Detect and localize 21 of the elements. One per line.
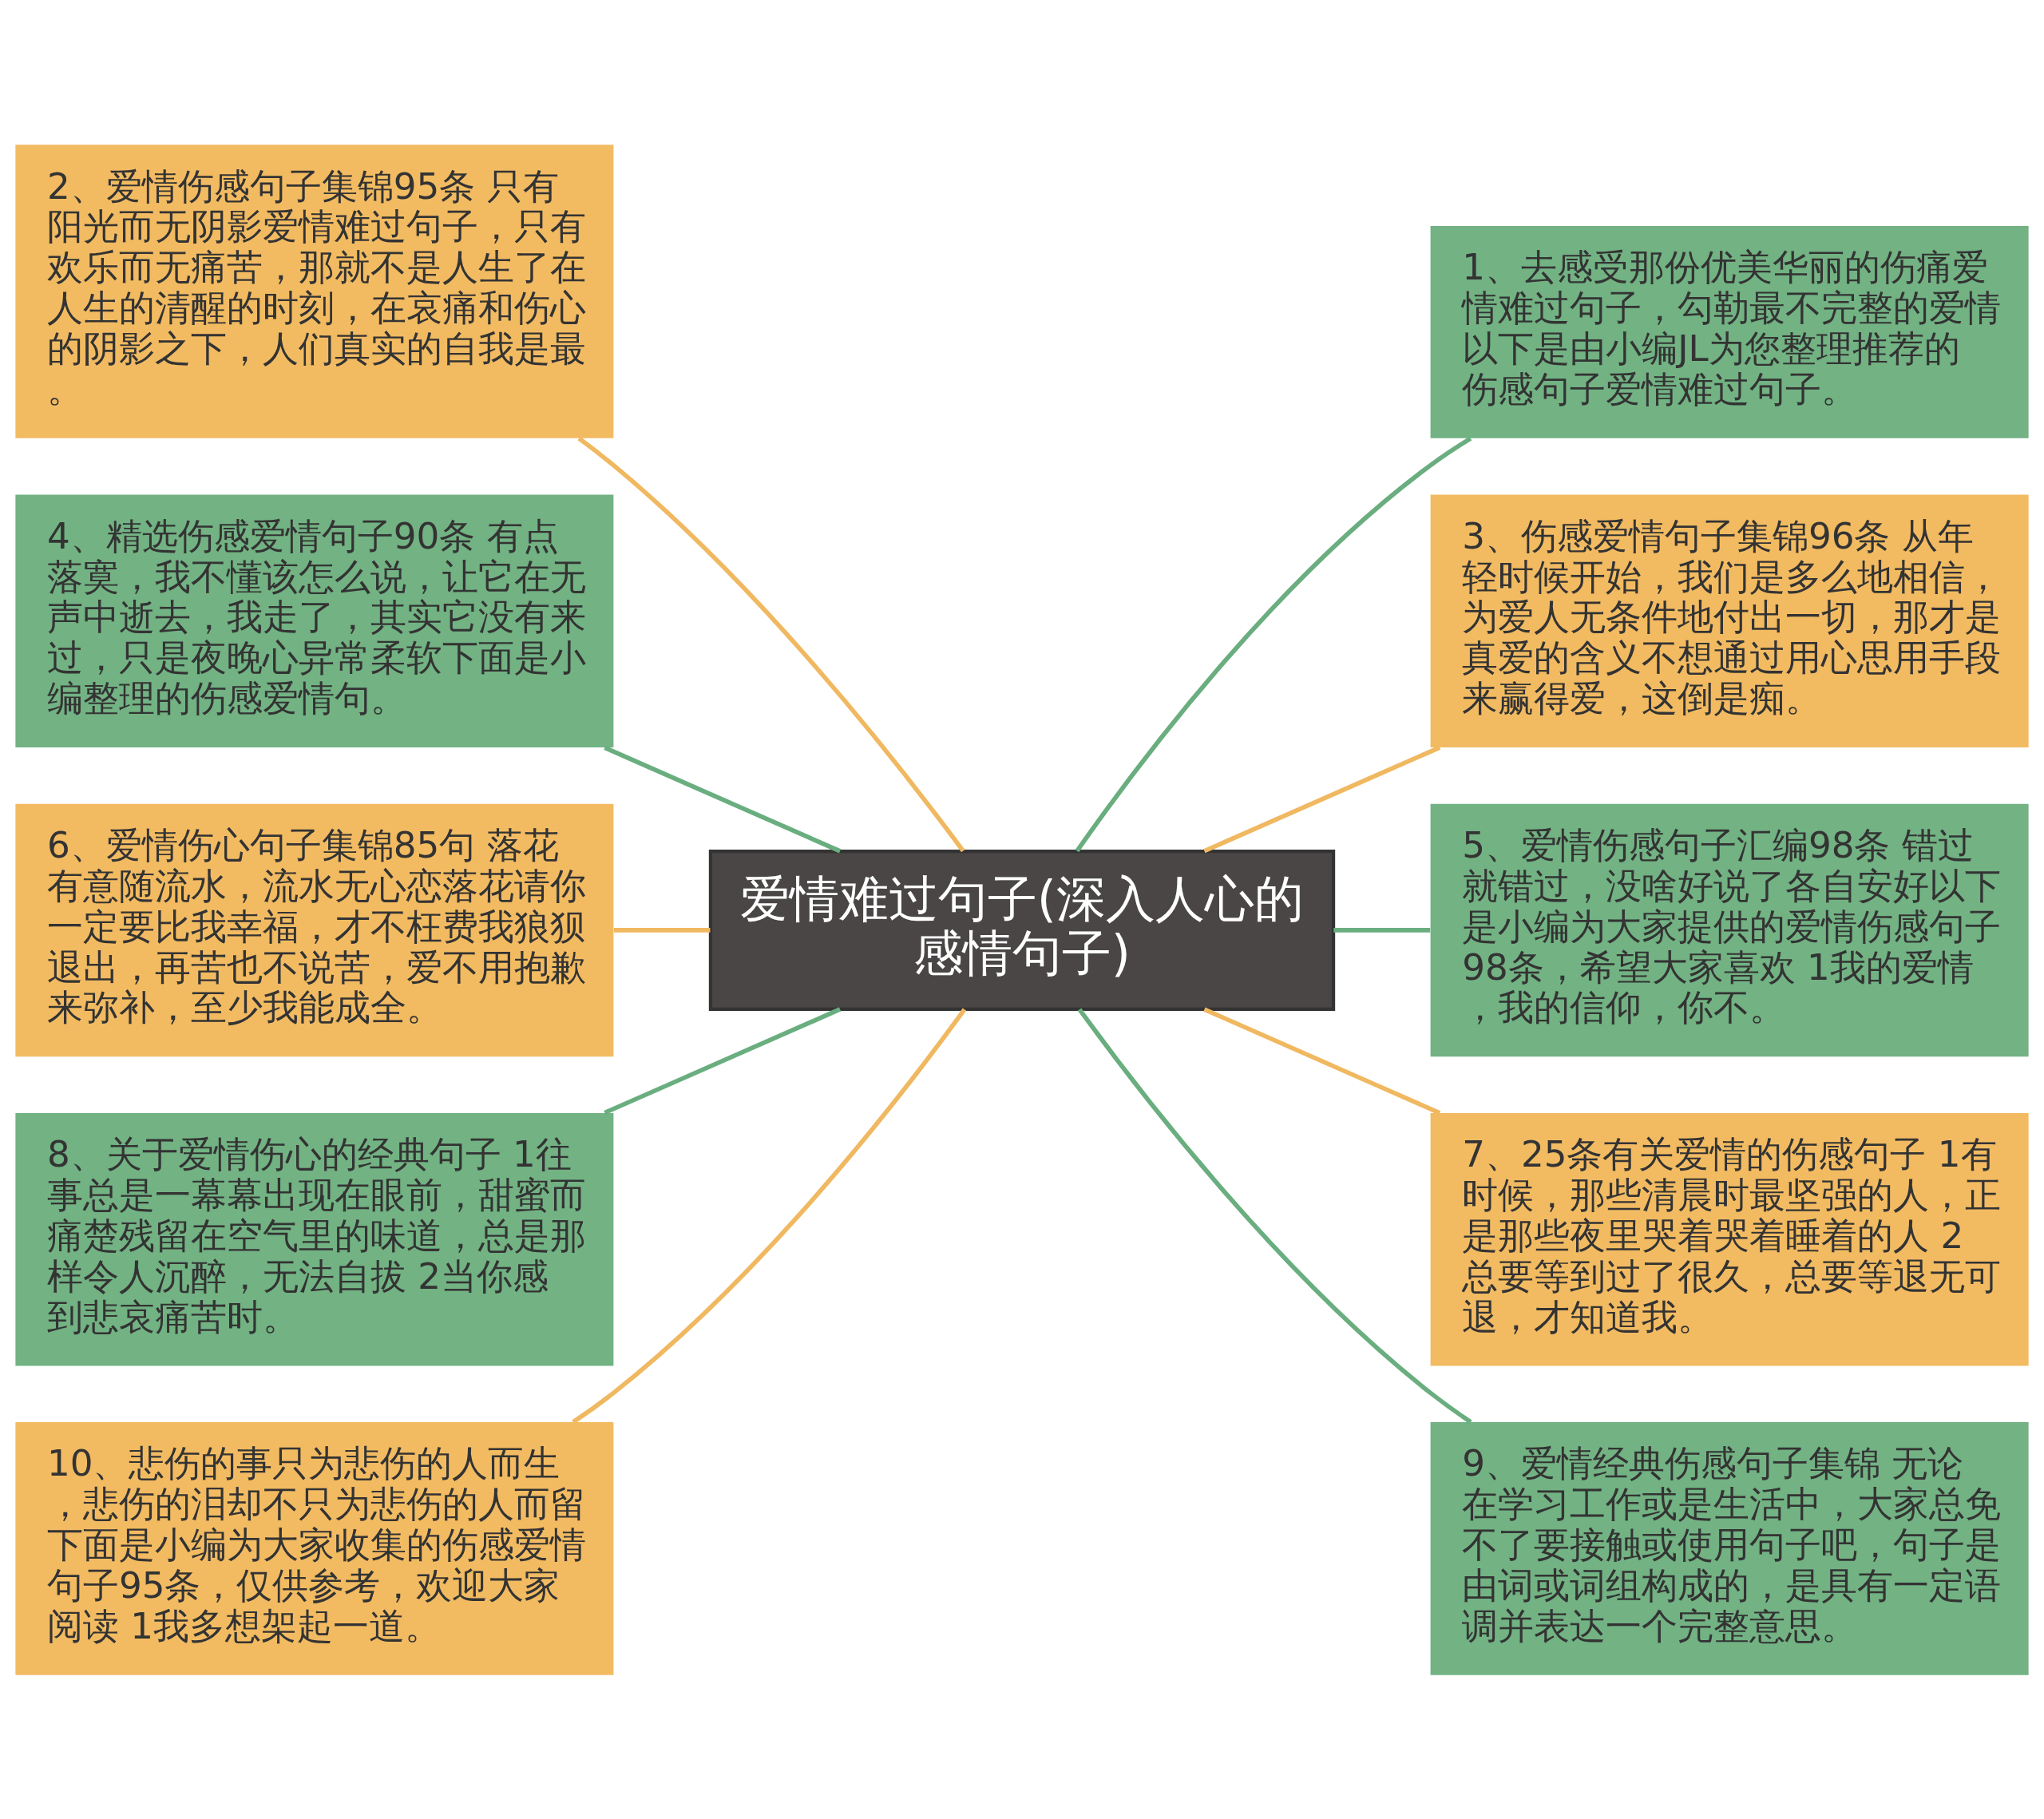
node-box: 2、爱情伤感句子集锦95条 只有阳光而无阴影爱情难过句子，只有欢乐而无痛苦，那就不是人生了在人生的清醒的时刻，在哀痛和伤心的阴影之下，人们真实的自我是最。 (15, 144, 614, 438)
connector (613, 927, 711, 933)
node-box: 10、悲伤的事只为悲伤的人而生，悲伤的泪却不只为悲伤的人而留下面是小编为大家收集的伤感爱情句子95条，仅供参考，欢迎大家阅读 1我多想架起一道。 (15, 1421, 614, 1675)
node-box: 3、伤感爱情句子集锦96条 从年轻时候开始，我们是多么地相信，为爱人无条件地付出一切，那才是真爱的含义不想通过用心思用手段来赢得爱，这倒是痴。 (1430, 493, 2029, 747)
node-box: 7、25条有关爱情的伤感句子 1有时候，那些清晨时最坚强的人，正是那些夜里哭着哭着睡着的人 2总要等到过了很久，总要等退无可退，才知道我。 (1430, 1112, 2029, 1365)
connector (1203, 745, 1441, 853)
connector (1075, 436, 1472, 852)
node-box: 1、去感受那份优美华丽的伤痛爱情难过句子，勾勒最不完整的爱情以下是由小编JL为您整理推荐的伤感句子爱情难过句子。 (1430, 225, 2029, 438)
connector (1333, 927, 1431, 933)
connector (604, 745, 842, 853)
node-box: 爱情难过句子(深入人心的感情句子) (708, 849, 1336, 1011)
connector (1203, 1007, 1441, 1115)
node-box: 6、爱情伤心句子集锦85句 落花有意随流水，流水无心恋落花请你一定要比我幸福，才不枉费我狼狈退出，再苦也不说苦，爱不用抱歉来弥补，至少我能成全。 (15, 803, 614, 1056)
connector (604, 1006, 842, 1115)
node-box: 8、关于爱情伤心的经典句子 1往事总是一幕幕出现在眼前，甜蜜而痛楚残留在空气里的味道，总是那样令人沉醉，无法自拔 2当你感到悲哀痛苦时。 (15, 1112, 614, 1365)
node-box: 5、爱情伤感句子汇编98条 错过就错过，没啥好说了各自安好以下是小编为大家提供的爱情伤感句子98条，希望大家喜欢 1我的爱情，我的信仰，你不。 (1430, 803, 2029, 1056)
node-box: 9、爱情经典伤感句子集锦 无论在学习工作或是生活中，大家总免不了要接触或使用句子吧，句子是由词或词组构成的，是具有一定语调并表达一个完整意思。 (1430, 1421, 2029, 1675)
connector (577, 436, 965, 852)
connector (572, 1007, 967, 1424)
connector (1077, 1007, 1472, 1424)
node-box: 4、精选伤感爱情句子90条 有点落寞，我不懂该怎么说，让它在无声中逝去，我走了，其实它没有来过，只是夜晚心异常柔软下面是小编整理的伤感爱情句。 (15, 493, 614, 747)
